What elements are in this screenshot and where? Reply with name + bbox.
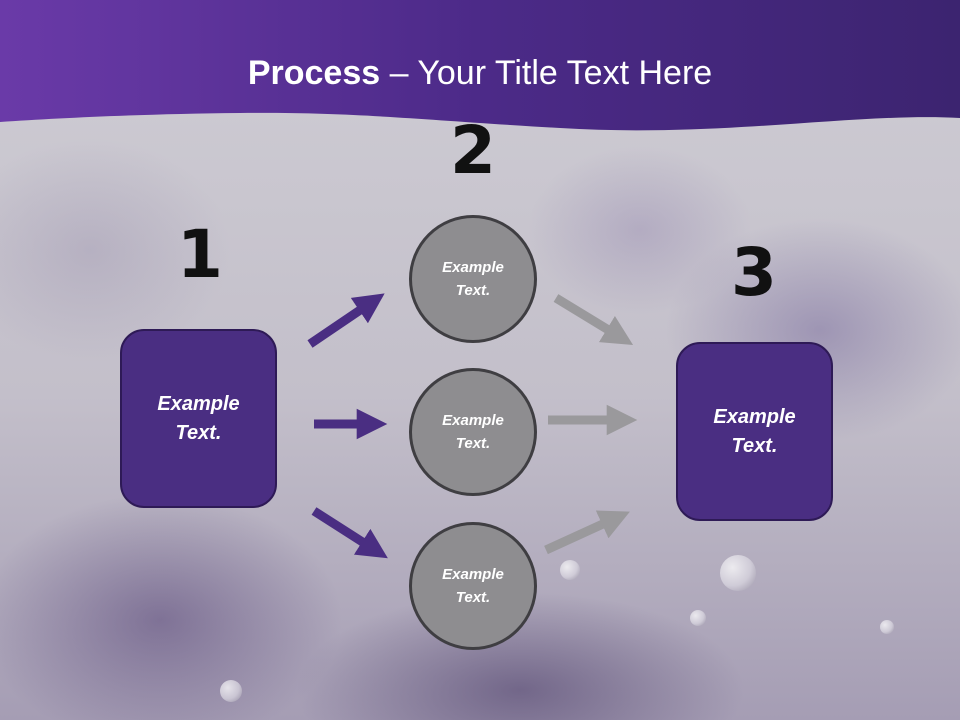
circle-bottom-line2: Text. xyxy=(455,589,491,606)
pearl-decoration xyxy=(880,620,894,634)
arrow-from-circle-bottom xyxy=(544,510,630,555)
slide-title: Process – Your Title Text Here xyxy=(0,54,960,93)
arrow-to-circle-bottom xyxy=(311,507,388,559)
circle-middle-line2: Text. xyxy=(455,435,491,452)
step-number-2: 2 xyxy=(450,112,496,189)
arrow-from-circle-top xyxy=(553,294,634,345)
step-number-1: 1 xyxy=(177,216,223,293)
pearl-decoration xyxy=(560,560,580,580)
right-box-line2: Text. xyxy=(731,434,778,457)
left-box-line2: Text. xyxy=(175,421,222,444)
step-number-3: 3 xyxy=(731,234,777,311)
pearl-decoration xyxy=(720,555,756,591)
circle-top-line1: Example xyxy=(442,259,504,276)
pearl-decoration xyxy=(690,610,706,626)
circle-top-line2: Text. xyxy=(455,282,491,299)
circle-bottom-line1: Example xyxy=(442,566,504,583)
right-box-line1: Example xyxy=(713,405,796,428)
title-rest: – Your Title Text Here xyxy=(380,54,713,92)
title-bold: Process xyxy=(247,54,381,92)
left-box-line1: Example xyxy=(157,392,240,415)
title-banner xyxy=(0,0,960,131)
pearl-decoration xyxy=(220,680,242,702)
circle-middle-line1: Example xyxy=(442,412,504,429)
arrow-to-circle-top xyxy=(307,293,385,348)
